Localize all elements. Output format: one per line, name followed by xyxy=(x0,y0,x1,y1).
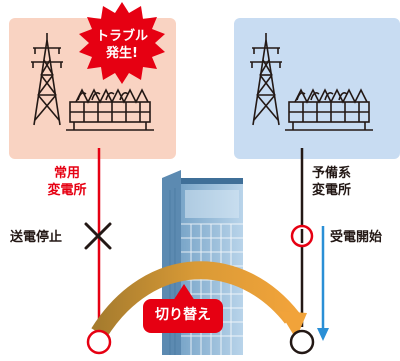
backup-substation-panel xyxy=(234,18,400,159)
trouble-badge-line2: 発生! xyxy=(106,46,138,61)
switch-badge-pointer xyxy=(173,284,195,301)
reception-arrow-icon xyxy=(317,226,329,341)
switch-badge-label: 切り替え xyxy=(155,307,211,323)
transmission-stop-label: 送電停止 xyxy=(10,230,63,245)
backup-terminal-circle xyxy=(289,329,315,355)
transmission-cut-icon xyxy=(84,222,112,250)
main-terminal-circle xyxy=(86,329,112,355)
backup-transformer-icon xyxy=(285,88,373,131)
switch-badge xyxy=(143,299,223,333)
backup-substation-label-line2: 変電所 xyxy=(312,183,352,198)
trouble-badge-line1: トラブル xyxy=(95,29,148,44)
backup-switch-icon xyxy=(290,224,314,248)
backup-substation-label-line1: 予備系 xyxy=(312,166,352,181)
main-pylon-icon xyxy=(31,33,63,126)
trouble-starburst xyxy=(79,2,165,84)
main-substation-label-line2: 変電所 xyxy=(47,183,87,198)
main-transformer-icon xyxy=(66,88,154,131)
reception-start-label: 受電開始 xyxy=(330,230,383,245)
main-substation-label-line1: 常用 xyxy=(53,166,80,181)
backup-pylon-icon xyxy=(250,33,282,126)
switch-arc xyxy=(91,261,300,338)
switch-arc-arrowhead xyxy=(279,311,307,339)
